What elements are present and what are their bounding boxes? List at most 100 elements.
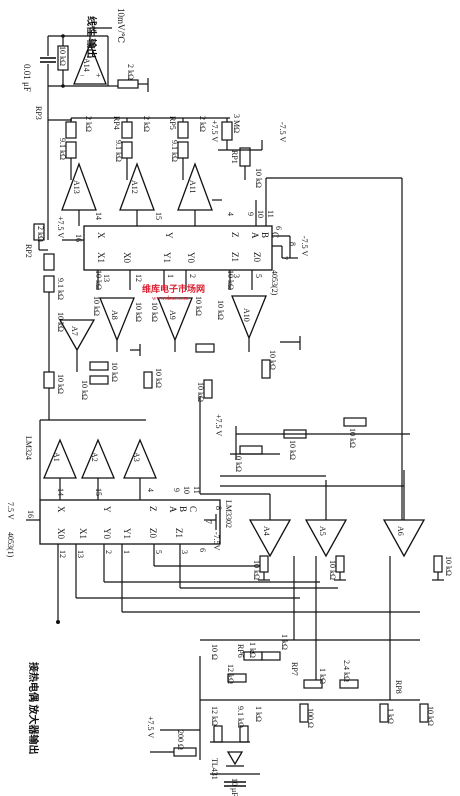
r-10k-15-label: 10 kΩ xyxy=(234,452,243,472)
pin-3b: 3 xyxy=(180,550,189,554)
a7-label: A7 xyxy=(70,326,79,336)
r-12k-label: 12 kΩ xyxy=(226,664,235,684)
pin-14b: 14 xyxy=(56,488,65,496)
mux1-c: C xyxy=(188,506,198,512)
pin-7b: 7 xyxy=(204,520,213,524)
pin-9: 9 xyxy=(246,212,255,216)
pin-15b: 15 xyxy=(94,488,103,496)
r-10k-19-label: 10 kΩ xyxy=(328,560,337,580)
mux1-x1: X1 xyxy=(78,528,88,539)
mux2-y: Y xyxy=(164,232,174,239)
r-10k-5-label: 10 kΩ xyxy=(150,302,159,322)
opamp-a14 xyxy=(73,42,107,85)
rp2-label: RP2 xyxy=(24,244,33,258)
ic-4053-1-label: 4053(1) xyxy=(6,532,15,558)
r-10k-18-label: 10 kΩ xyxy=(252,560,261,580)
r-10k-20-label: 10 kΩ xyxy=(444,556,453,576)
mux2-c: C xyxy=(270,232,280,238)
r-10k-top: 10 kΩ xyxy=(58,46,67,66)
reference-network xyxy=(150,639,429,787)
a3-label: A3 xyxy=(132,452,141,462)
r-10k-14-label: 10 kΩ xyxy=(268,350,277,370)
pin-15: 15 xyxy=(154,212,163,220)
r-100-label: 100 Ω xyxy=(306,708,315,728)
pin-10b: 10 xyxy=(182,486,191,494)
sensitivity-label: 10mV/℃ xyxy=(116,8,126,43)
r-2k-rp2-label: 2 kΩ xyxy=(36,226,45,242)
cap-top-label: 0.01 μF xyxy=(22,64,32,92)
r-12k-b-label: 12 kΩ xyxy=(210,706,219,726)
rp3-label: RP3 xyxy=(34,106,43,120)
r-10k-4-label: 10 kΩ xyxy=(134,302,143,322)
rp5-label: RP5 xyxy=(168,116,177,130)
minus-75v-c-label: -7.5V xyxy=(212,532,221,551)
plus-75v-label: +7.5 V xyxy=(56,216,65,238)
r-10k-8-label: 10 kΩ xyxy=(216,300,225,320)
trim-network xyxy=(47,112,263,240)
seven-5v-label: 7.5 V xyxy=(6,502,15,520)
comparator-row xyxy=(199,396,444,700)
opamp-a7 xyxy=(58,319,96,352)
a1-label: A1 xyxy=(52,452,61,462)
r-1k-b-label: 1 kΩ xyxy=(318,668,327,684)
mux2-y0: Y0 xyxy=(186,252,196,263)
mux1-z1: Z1 xyxy=(174,528,184,538)
mux2-z1: Z1 xyxy=(230,252,240,262)
pin-1b: 1 xyxy=(122,550,131,554)
r-10k-12-label: 10 kΩ xyxy=(154,368,163,388)
a4-label: A4 xyxy=(262,526,271,536)
r-24k-label: 2.4 kΩ xyxy=(342,660,351,682)
mux1-y: Y xyxy=(102,506,112,513)
opamp-a10 xyxy=(231,295,267,340)
plus-75v-e-label: +7.5 V xyxy=(146,716,155,738)
pin-2: 2 xyxy=(188,274,197,278)
ic-4053-2-label: 4053(2) xyxy=(270,270,279,296)
r-2k-top: 2 kΩ xyxy=(126,64,135,80)
rp6-label: RP6 xyxy=(236,644,245,658)
output-stage: − + xyxy=(40,27,149,112)
r-10k-2-label: 10 kΩ xyxy=(94,270,103,290)
plus-75v-c-label: +7.5 V xyxy=(214,414,223,436)
rp1-label: RP1 xyxy=(230,150,239,164)
mux2-x1: X1 xyxy=(96,252,106,263)
r-2k-c-label: 2 kΩ xyxy=(198,116,207,132)
r-10k-17-label: 10 kΩ xyxy=(348,428,357,448)
r-91k-a-label: 9.1 kΩ xyxy=(58,138,67,160)
mux2-y1: Y1 xyxy=(162,252,172,263)
a11-label: A11 xyxy=(188,180,197,193)
minus-75v-label: -7.5 V xyxy=(300,236,309,257)
pin-8b: 8 xyxy=(214,506,223,510)
r-91k-e-label: 9.1 kΩ xyxy=(236,706,245,728)
r-1k-c-label: 1 kΩ xyxy=(254,706,263,722)
r-10-a-label: 10 Ω xyxy=(210,644,219,660)
a8-label: A8 xyxy=(110,310,119,320)
pin-5b: 5 xyxy=(154,550,163,554)
pin-16: 16 xyxy=(74,234,83,242)
pin-2b: 2 xyxy=(104,550,113,554)
pin-4b: 4 xyxy=(146,488,155,492)
opamp-a9 xyxy=(157,297,193,342)
a12-label: A12 xyxy=(130,180,139,194)
opamp-a8 xyxy=(99,297,135,342)
pin-5: 5 xyxy=(254,274,263,278)
pin-8: 8 xyxy=(288,242,297,246)
mux1-z: Z xyxy=(148,506,158,512)
a14-label: A14 xyxy=(82,58,91,72)
lm324-label: LM324 xyxy=(24,436,33,460)
pin-4: 4 xyxy=(226,212,235,216)
r-10k-11-label: 10 kΩ xyxy=(80,380,89,400)
tl431-label: TL431 xyxy=(210,758,219,780)
mux-4053-2 xyxy=(62,177,403,520)
mux2-b: B xyxy=(260,232,270,238)
r-91k-b-label: 9.1 kΩ xyxy=(114,140,123,162)
mux2-z0: Z0 xyxy=(252,252,262,262)
r-3m-label: 3 MΩ xyxy=(232,114,241,133)
plus-75v-b-label: +7.5 V xyxy=(210,120,219,142)
pin-10: 10 xyxy=(256,210,265,218)
pin-12: 12 xyxy=(134,274,143,282)
r-10k-3-label: 10 kΩ xyxy=(92,296,101,316)
mux1-y0: Y0 xyxy=(102,528,112,539)
r-1k-rp8-label: 1 kΩ xyxy=(386,708,395,724)
r-10k-6-label: 10 kΩ xyxy=(194,296,203,316)
